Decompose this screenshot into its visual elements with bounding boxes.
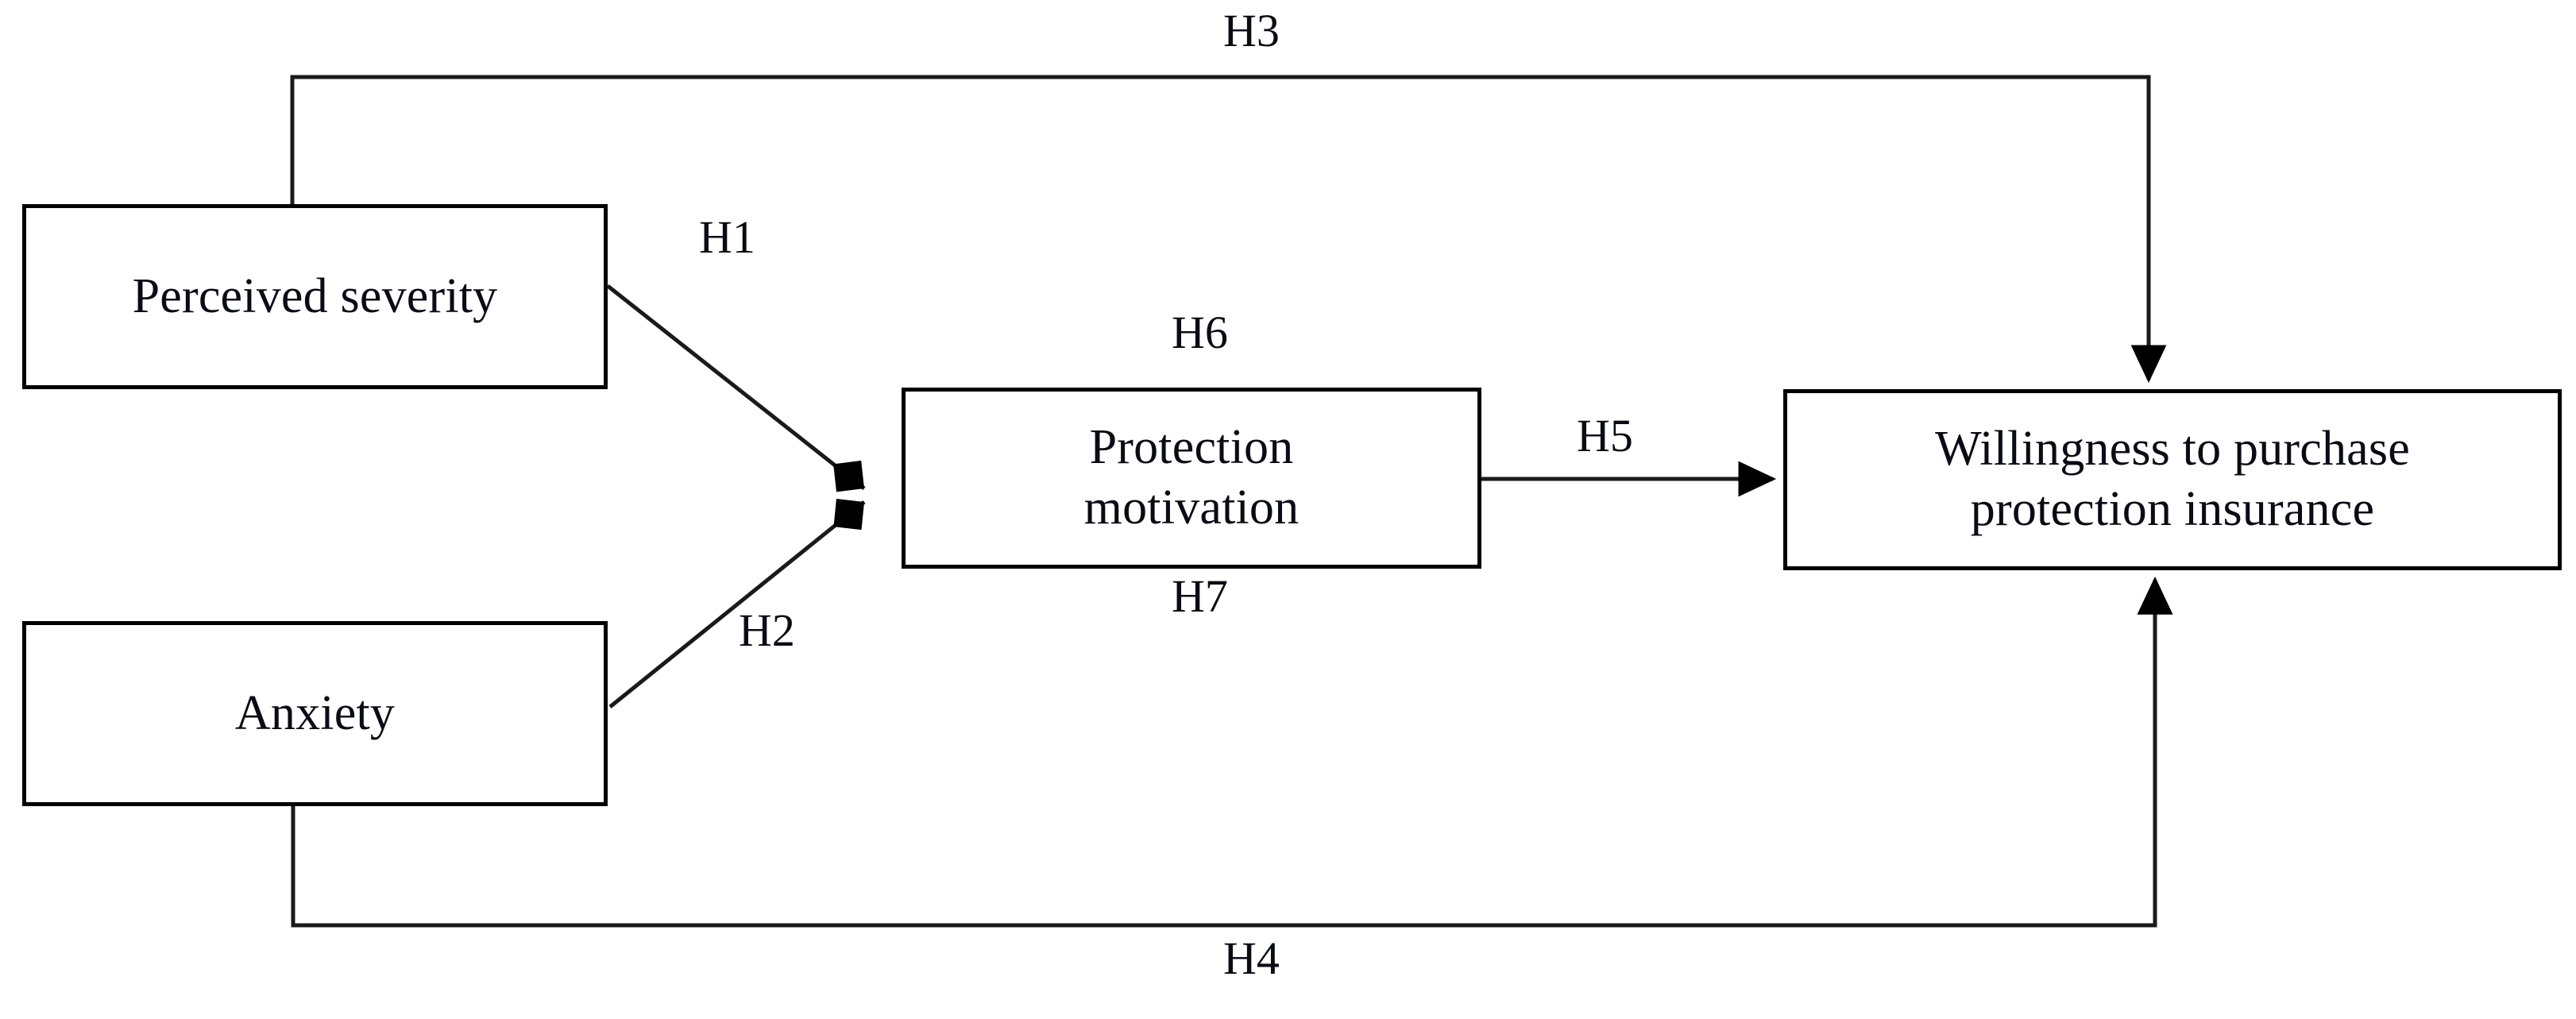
node-protection-motivation[interactable]: Protection motivation <box>902 388 1481 569</box>
edge-label-h1: H1 <box>699 211 755 263</box>
edge-label-h6: H6 <box>1172 307 1228 358</box>
node-label-protection-motivation: Protection motivation <box>1083 420 1300 535</box>
node-label-anxiety: Anxiety <box>234 685 396 740</box>
edge-h4 <box>291 576 2173 928</box>
edge-h1 <box>606 284 866 492</box>
node-willingness-to-purchase[interactable]: Willingness to purchase protection insur… <box>1783 389 2562 570</box>
edge-label-h7: H7 <box>1172 570 1228 622</box>
node-perceived-severity[interactable]: Perceived severity <box>22 204 608 389</box>
edge-label-h5: H5 <box>1577 410 1633 461</box>
edge-label-h2: H2 <box>739 604 795 656</box>
node-anxiety[interactable]: Anxiety <box>22 621 608 806</box>
edge-label-h4: H4 <box>1223 932 1280 984</box>
node-label-perceived-severity: Perceived severity <box>132 268 498 323</box>
edge-h3 <box>290 75 2167 384</box>
node-label-willingness-to-purchase: Willingness to purchase protection insur… <box>1935 422 2410 536</box>
edge-h2 <box>608 498 866 708</box>
edge-label-h3: H3 <box>1223 5 1280 56</box>
